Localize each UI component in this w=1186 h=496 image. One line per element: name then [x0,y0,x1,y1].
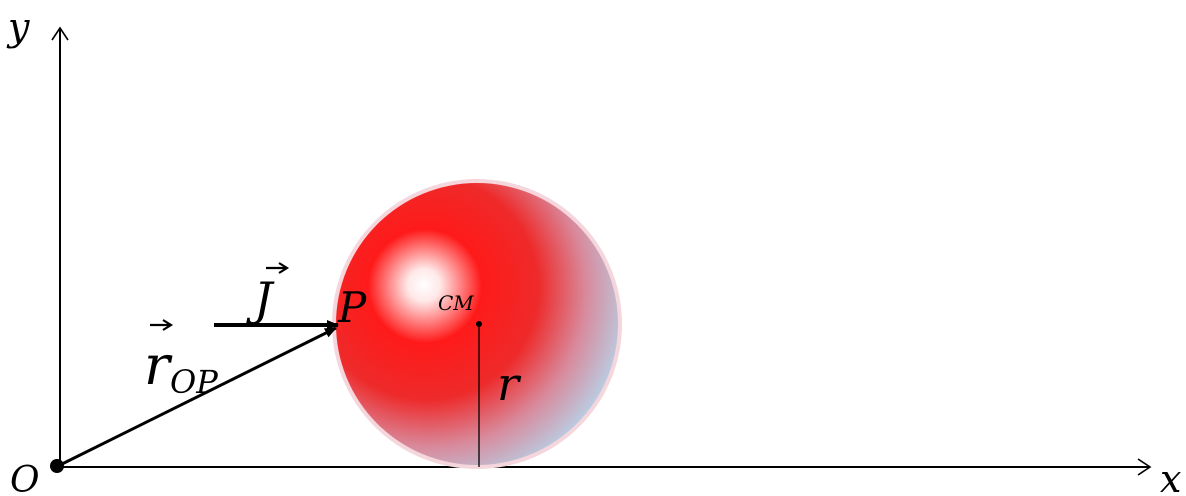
radius-label: r [497,357,522,411]
position-vector-subscript: OP [170,363,218,401]
impulse-overarrow [266,262,290,274]
position-vector-overarrow [150,319,174,331]
point-p-label: P [337,283,367,332]
center-of-mass-label: CM [438,291,474,315]
y-axis-label: y [6,5,30,49]
x-axis-label: x [1160,457,1181,496]
position-vector-symbol: r [144,334,173,397]
position-vector-arrow [61,326,337,466]
center-of-mass-point [476,321,482,327]
origin-point [50,459,64,473]
impulse-label: J [246,272,275,326]
origin-label: O [10,460,40,496]
